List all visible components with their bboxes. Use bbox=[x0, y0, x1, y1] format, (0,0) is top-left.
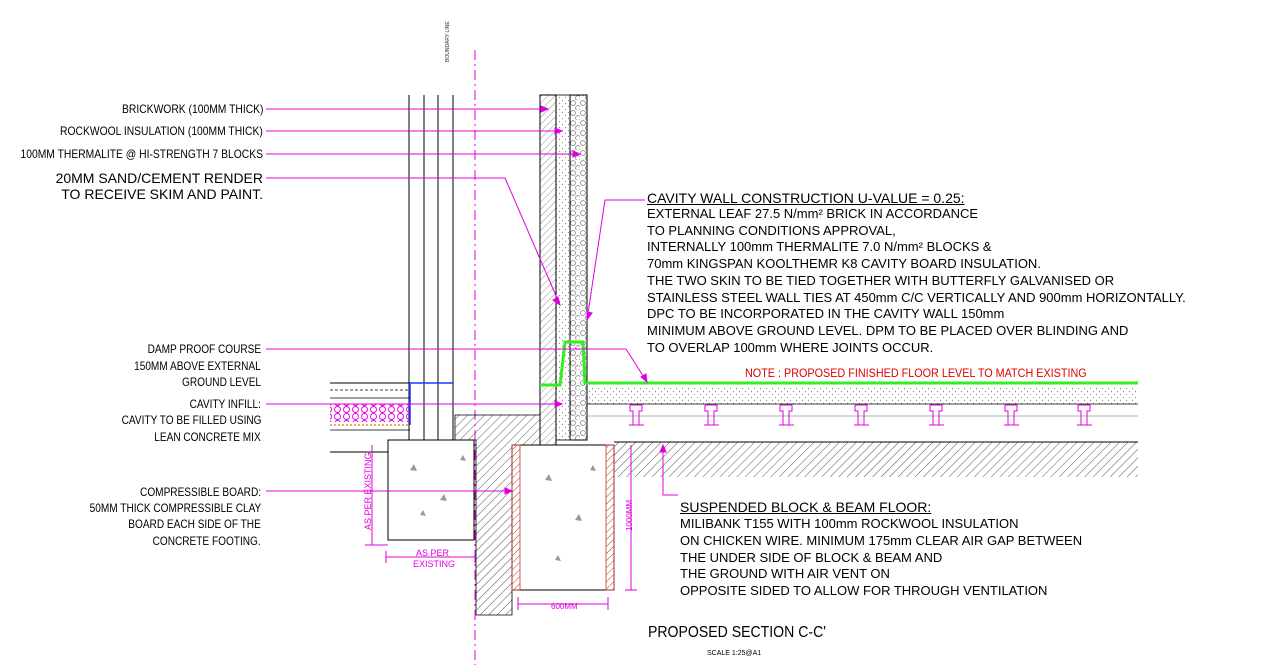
floor-buildup bbox=[587, 386, 1138, 426]
label-render-1: 20MM SAND/CEMENT RENDER bbox=[55, 170, 263, 186]
dim-as-per-horizontal-2: EXISTING bbox=[413, 559, 456, 569]
label-infill-2: CAVITY TO BE FILLED USING bbox=[121, 413, 261, 427]
existing-footing bbox=[387, 439, 475, 541]
dim-width: 600MM bbox=[551, 602, 578, 611]
cavity-note-line: INTERNALLY 100mm THERMALITE 7.0 N/mm² BL… bbox=[647, 239, 992, 254]
label-board-3: BOARD EACH SIDE OF THE bbox=[128, 517, 261, 531]
cavity-wall bbox=[539, 94, 588, 446]
dpc-line bbox=[540, 340, 1138, 387]
scale-label: SCALE 1:25@A1 bbox=[707, 650, 762, 657]
label-thermalite: 100MM THERMALITE @ HI-STRENGTH 7 BLOCKS bbox=[20, 147, 263, 161]
leaders bbox=[266, 105, 678, 496]
beam-note-line: MILIBANK T155 WITH 100mm ROCKWOOL INSULA… bbox=[680, 516, 1019, 531]
dim-as-per-existing-vertical: AS PER EXISTING bbox=[363, 452, 373, 530]
beam-note-line: ON CHICKEN WIRE. MINIMUM 175mm CLEAR AIR… bbox=[680, 533, 1083, 548]
label-board-1: COMPRESSIBLE BOARD: bbox=[140, 485, 261, 499]
label-infill-1: CAVITY INFILL: bbox=[189, 397, 261, 411]
existing-wall bbox=[408, 95, 454, 440]
external-ground bbox=[330, 382, 453, 453]
cavity-note-line: STAINLESS STEEL WALL TIES AT 450mm C/C V… bbox=[647, 290, 1186, 305]
label-render-2: TO RECEIVE SKIM AND PAINT. bbox=[61, 186, 263, 202]
beam-note-line: THE GROUND WITH AIR VENT ON bbox=[680, 566, 890, 581]
label-brickwork: BRICKWORK (100MM THICK) bbox=[121, 102, 263, 116]
beam-note-line: OPPOSITE SIDED TO ALLOW FOR THROUGH VENT… bbox=[680, 583, 1048, 598]
ground-hatch bbox=[454, 414, 1138, 616]
label-infill-3: LEAN CONCRETE MIX bbox=[154, 430, 261, 444]
cavity-note-line: 70mm KINGSPAN KOOLTHEMR K8 CAVITY BOARD … bbox=[647, 256, 1041, 271]
cavity-note-line: EXTERNAL LEAF 27.5 N/mm² BRICK IN ACCORD… bbox=[647, 206, 979, 221]
label-board-4: CONCRETE FOOTING. bbox=[152, 534, 261, 548]
cavity-note-line: MINIMUM ABOVE GROUND LEVEL. DPM TO BE PL… bbox=[647, 323, 1129, 338]
cavity-note-heading: CAVITY WALL CONSTRUCTION U-VALUE = 0.25: bbox=[647, 190, 965, 206]
cavity-note-line: TO OVERLAP 100mm WHERE JOINTS OCCUR. bbox=[647, 340, 934, 355]
cavity-note-line: THE TWO SKIN TO BE TIED TOGETHER WITH BU… bbox=[647, 273, 1115, 288]
new-footing bbox=[511, 444, 615, 591]
label-board-2: 50MM THICK COMPRESSIBLE CLAY bbox=[89, 501, 261, 515]
dim-depth: 1000MM bbox=[625, 499, 634, 531]
label-rockwool: ROCKWOOL INSULATION (100MM THICK) bbox=[60, 124, 263, 138]
label-dpc-1: DAMP PROOF COURSE bbox=[147, 342, 261, 356]
dimension-lines bbox=[365, 445, 637, 610]
dim-as-per-horizontal-1: AS PER bbox=[416, 548, 450, 558]
beam-note-heading: SUSPENDED BLOCK & BEAM FLOOR: bbox=[680, 499, 932, 515]
floor-level-note: NOTE : PROPOSED FINISHED FLOOR LEVEL TO … bbox=[745, 366, 1087, 380]
cavity-note-line: TO PLANNING CONDITIONS APPROVAL, bbox=[647, 223, 896, 238]
section-title: PROPOSED SECTION C-C' bbox=[648, 624, 826, 641]
cavity-note-line: DPC TO BE INCORPORATED IN THE CAVITY WAL… bbox=[647, 306, 1005, 321]
label-dpc-3: GROUND LEVEL bbox=[182, 375, 261, 389]
label-dpc-2: 150MM ABOVE EXTERNAL bbox=[134, 359, 261, 373]
beam-note-line: THE UNDER SIDE OF BLOCK & BEAM AND bbox=[680, 550, 943, 565]
boundary-label: BOUNDARY LINE bbox=[445, 21, 451, 62]
